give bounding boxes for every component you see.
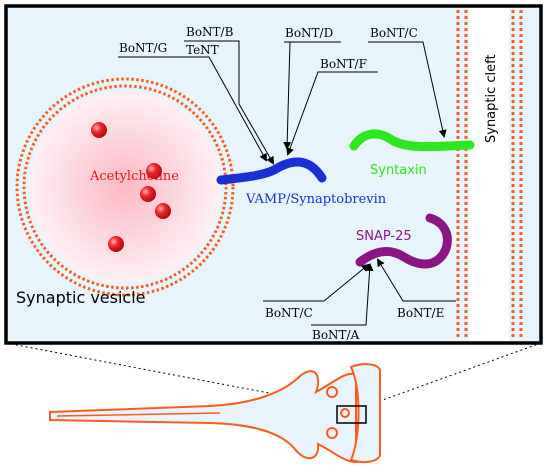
- bont-c-top-label: BoNT/C: [370, 26, 418, 40]
- synaptic-cleft-label: Synaptic cleft: [484, 54, 499, 143]
- bont-e-label: BoNT/E: [397, 306, 444, 320]
- toxin-pointers: [118, 40, 456, 326]
- bont-a-pointer: [311, 263, 374, 326]
- mini-vesicle: [326, 427, 338, 439]
- synaptic-cleft-area: [469, 8, 509, 341]
- acetylcholine-molecule: [91, 122, 107, 138]
- bont-d-label: BoNT/D: [285, 26, 333, 40]
- acetylcholine-molecule: [146, 163, 162, 179]
- snap25-label: SNAP-25: [356, 229, 412, 244]
- zoom-region-box: [336, 405, 367, 424]
- mini-vesicle: [326, 386, 338, 398]
- syntaxin-protein: [349, 129, 475, 152]
- bont-d-pointer: [283, 41, 341, 150]
- axon-inner-line: [56, 412, 221, 417]
- synaptic-vesicle-label: Synaptic vesicle: [16, 288, 146, 307]
- bont-a-label: BoNT/A: [312, 328, 360, 342]
- bont-b-pointer: [184, 40, 274, 165]
- membrane-left: [456, 10, 468, 340]
- axon: [49, 370, 357, 464]
- vamp-label: VAMP/Synaptobrevin: [245, 192, 387, 207]
- bont-f-pointer: [286, 71, 378, 156]
- mini-vesicle: [340, 408, 350, 418]
- acetylcholine-molecules: [91, 122, 171, 252]
- bont-c-top-pointer: [368, 41, 447, 138]
- membrane-right: [511, 10, 523, 340]
- vesicle-membrane-inner: [22, 84, 228, 290]
- acetylcholine-molecule: [155, 203, 171, 219]
- bont-g-pointer: [118, 56, 267, 162]
- bont-f-label: BoNT/F: [320, 57, 367, 71]
- acetylcholine-molecule: [140, 186, 156, 202]
- snap25-protein: [355, 213, 452, 269]
- vamp-protein: [216, 157, 327, 185]
- syntaxin-label: Syntaxin: [370, 163, 427, 178]
- neuron-overview: [49, 363, 381, 464]
- acetylcholine-label: Acetylcholine: [89, 169, 179, 184]
- vesicle-membrane-outer: [15, 77, 235, 297]
- bont-g-label: BoNT/G: [119, 41, 167, 55]
- acetylcholine-molecule: [108, 236, 124, 252]
- bont-e-pointer: [376, 258, 456, 302]
- toxin-labels: BoNT/G BoNT/B TeNT BoNT/D BoNT/F BoNT/C …: [119, 25, 444, 342]
- bont-b-label: BoNT/B: [186, 25, 234, 39]
- synaptic-vesicle: [29, 91, 221, 283]
- bont-c-bottom-pointer: [263, 263, 370, 302]
- bont-c-bottom-label: BoNT/C: [265, 306, 313, 320]
- tent-label: TeNT: [186, 43, 219, 57]
